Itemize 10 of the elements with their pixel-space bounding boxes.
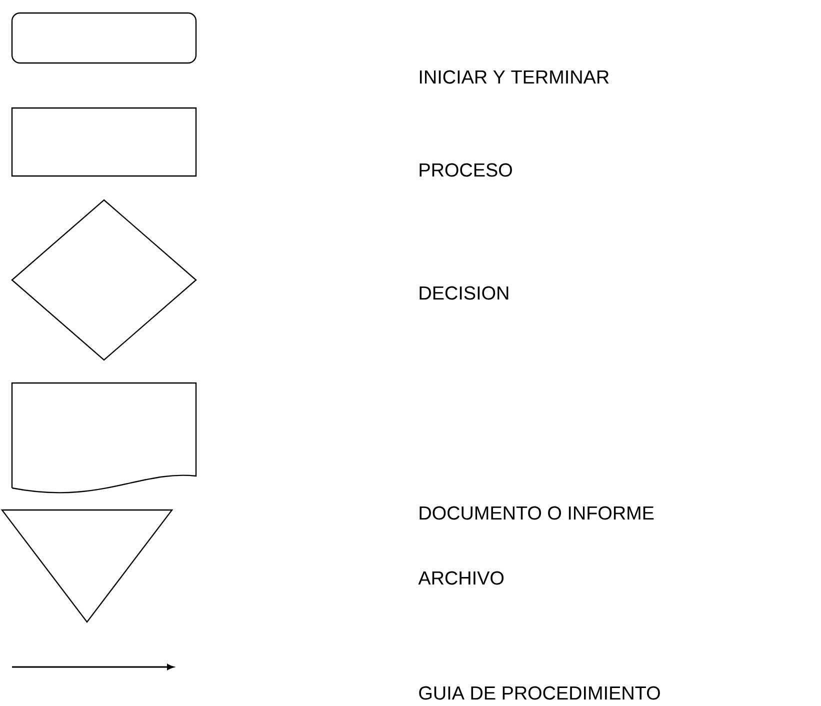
legend-label: DECISION [420, 286, 508, 300]
legend-label: ARCHIVO [418, 571, 504, 585]
legend-label: PROCESO [420, 163, 512, 177]
document-symbol [11, 382, 197, 494]
process-symbol [11, 107, 197, 177]
legend-label: DOCUMENTO O INFORME [420, 506, 654, 520]
legend-label: GUIA DE PROCEDIMIENTO [419, 686, 660, 700]
terminal-symbol [11, 12, 197, 64]
decision-symbol [11, 199, 197, 361]
legend-label: INICIAR Y TERMINAR [420, 70, 609, 84]
